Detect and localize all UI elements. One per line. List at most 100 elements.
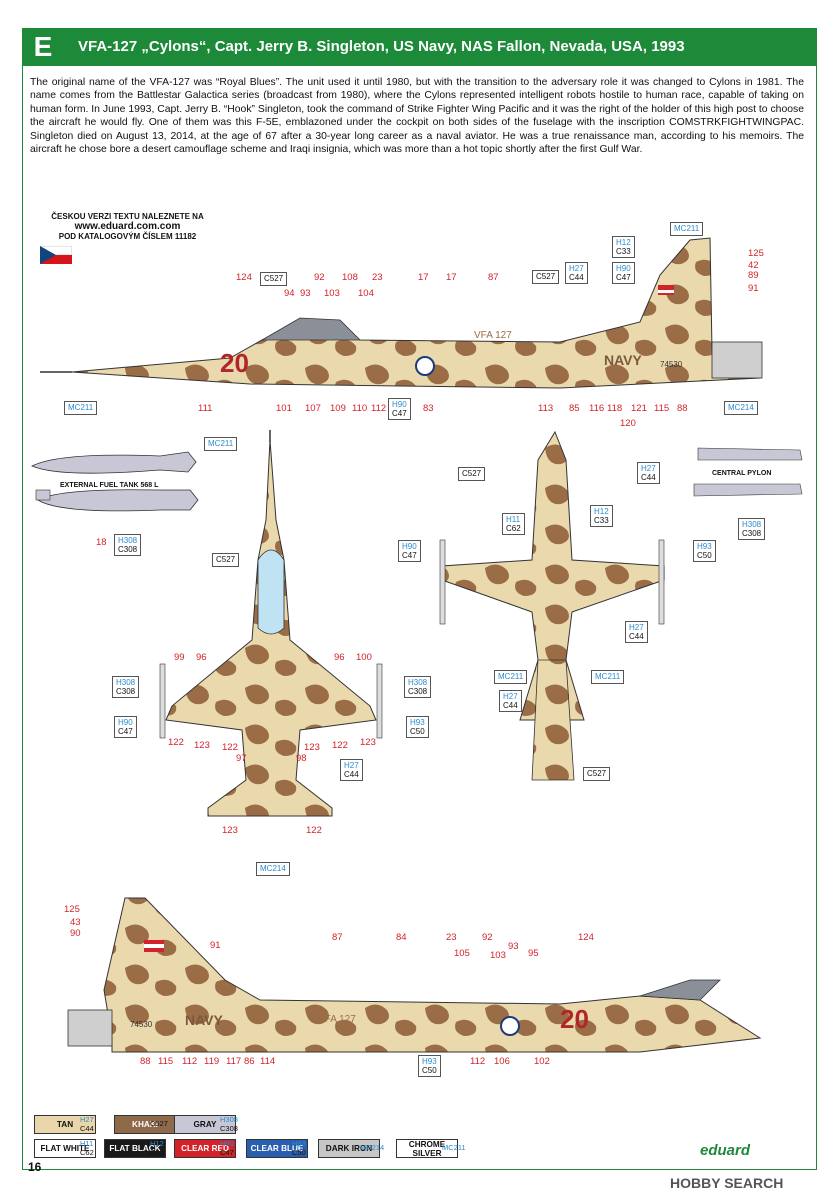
callout: 42 — [748, 260, 759, 271]
callout: 85 — [569, 403, 580, 414]
callout: 120 — [620, 418, 636, 429]
callout: 125 — [748, 248, 764, 259]
callout: 92 — [314, 272, 325, 283]
callout: 87 — [488, 272, 499, 283]
callout: 86 — [244, 1056, 255, 1067]
callout: 23 — [446, 932, 457, 943]
callout: 96 — [334, 652, 345, 663]
callout: 119 — [204, 1056, 220, 1067]
callout: 84 — [396, 932, 407, 943]
callout: 124 — [578, 932, 594, 943]
callout: 112 — [470, 1056, 486, 1067]
callout: 100 — [356, 652, 372, 663]
callout: 123 — [360, 737, 376, 748]
callout: 123 — [194, 740, 210, 751]
callout: 110 — [352, 403, 368, 414]
callout: 97 — [236, 753, 247, 764]
callout: 108 — [342, 272, 358, 283]
paint-code-box: C527 — [532, 270, 560, 284]
callout: 91 — [210, 940, 221, 951]
callout: 17 — [418, 272, 429, 283]
bottom-plan-view — [439, 430, 665, 781]
callout: 115 — [654, 403, 670, 414]
callout: 88 — [677, 403, 688, 414]
callout: 115 — [158, 1056, 174, 1067]
callout: 91 — [748, 283, 759, 294]
legend-code-dark-iron: MC214 — [360, 1143, 385, 1152]
paint-code-box: MC214 — [256, 862, 290, 876]
legend-swatch-clear-red: CLEAR RED — [174, 1139, 236, 1158]
modex-bottom: 20 — [560, 1004, 589, 1034]
header-bar: E VFA-127 „Cylons“, Capt. Jerry B. Singl… — [22, 28, 817, 66]
callout: 113 — [538, 403, 554, 414]
serial-top: 74530 — [660, 360, 683, 369]
callout: 89 — [748, 270, 759, 281]
callout: 101 — [276, 403, 292, 414]
callout: 118 — [607, 403, 623, 414]
czech-note-site[interactable]: www.eduard.com.com — [74, 221, 181, 232]
callout: 102 — [534, 1056, 550, 1067]
callout: 17 — [446, 272, 457, 283]
intro-paragraph: The original name of the VFA-127 was “Ro… — [30, 77, 804, 156]
callout: 83 — [423, 403, 434, 414]
callout: 111 — [198, 403, 213, 414]
callout: 109 — [330, 403, 346, 414]
paint-code-box: MC211 — [494, 670, 528, 684]
navy-marking-top: NAVY — [604, 352, 642, 368]
navy-marking-bottom: NAVY — [185, 1012, 223, 1028]
callout: 112 — [182, 1056, 198, 1067]
legend-swatch-gray: GRAY — [174, 1115, 236, 1134]
paint-code-box: MC214 — [724, 401, 758, 415]
top-plan-view — [159, 430, 383, 817]
callout: 99 — [174, 652, 185, 663]
callout: 121 — [631, 403, 647, 414]
serial-bottom: 74530 — [130, 1020, 153, 1029]
czech-note: ČESKOU VERZI TEXTU NALEZNETE NA www.edua… — [40, 212, 215, 242]
pylon-label: CENTRAL PYLON — [712, 470, 772, 477]
callout: 90 — [70, 928, 81, 939]
legend-code-chrome-silver: MC211 — [442, 1143, 466, 1152]
callout: 114 — [260, 1056, 276, 1067]
scheme-title: VFA-127 „Cylons“, Capt. Jerry B. Singlet… — [78, 38, 685, 55]
callout: 105 — [454, 948, 470, 959]
legend-swatch-dark-iron: DARK IRON — [318, 1139, 380, 1158]
callout: 94 — [284, 288, 295, 299]
callout: 125 — [64, 904, 80, 915]
modex-top: 20 — [220, 348, 249, 378]
callout: 87 — [332, 932, 343, 943]
callout: 104 — [358, 288, 374, 299]
tank-label: EXTERNAL FUEL TANK 568 L — [60, 482, 159, 489]
callout: 23 — [372, 272, 383, 283]
legend-swatch-chrome-silver: CHROME SILVER — [396, 1139, 458, 1158]
side-view-starboard — [67, 897, 762, 1053]
paint-code-box: MC211 — [670, 222, 704, 236]
callout: 123 — [222, 825, 238, 836]
callout: 92 — [482, 932, 493, 943]
central-pylon-views — [693, 447, 803, 497]
callout: 96 — [196, 652, 207, 663]
paint-code-box: MC211 — [591, 670, 625, 684]
callout: 122 — [222, 742, 238, 753]
callout: 122 — [168, 737, 184, 748]
legend-swatch-tan: TAN — [34, 1115, 96, 1134]
callout: 107 — [305, 403, 321, 414]
brand-logo: eduard — [700, 1142, 751, 1159]
watermark: HOBBY SEARCH — [670, 1175, 784, 1191]
paint-code-box: C527 — [458, 467, 486, 481]
